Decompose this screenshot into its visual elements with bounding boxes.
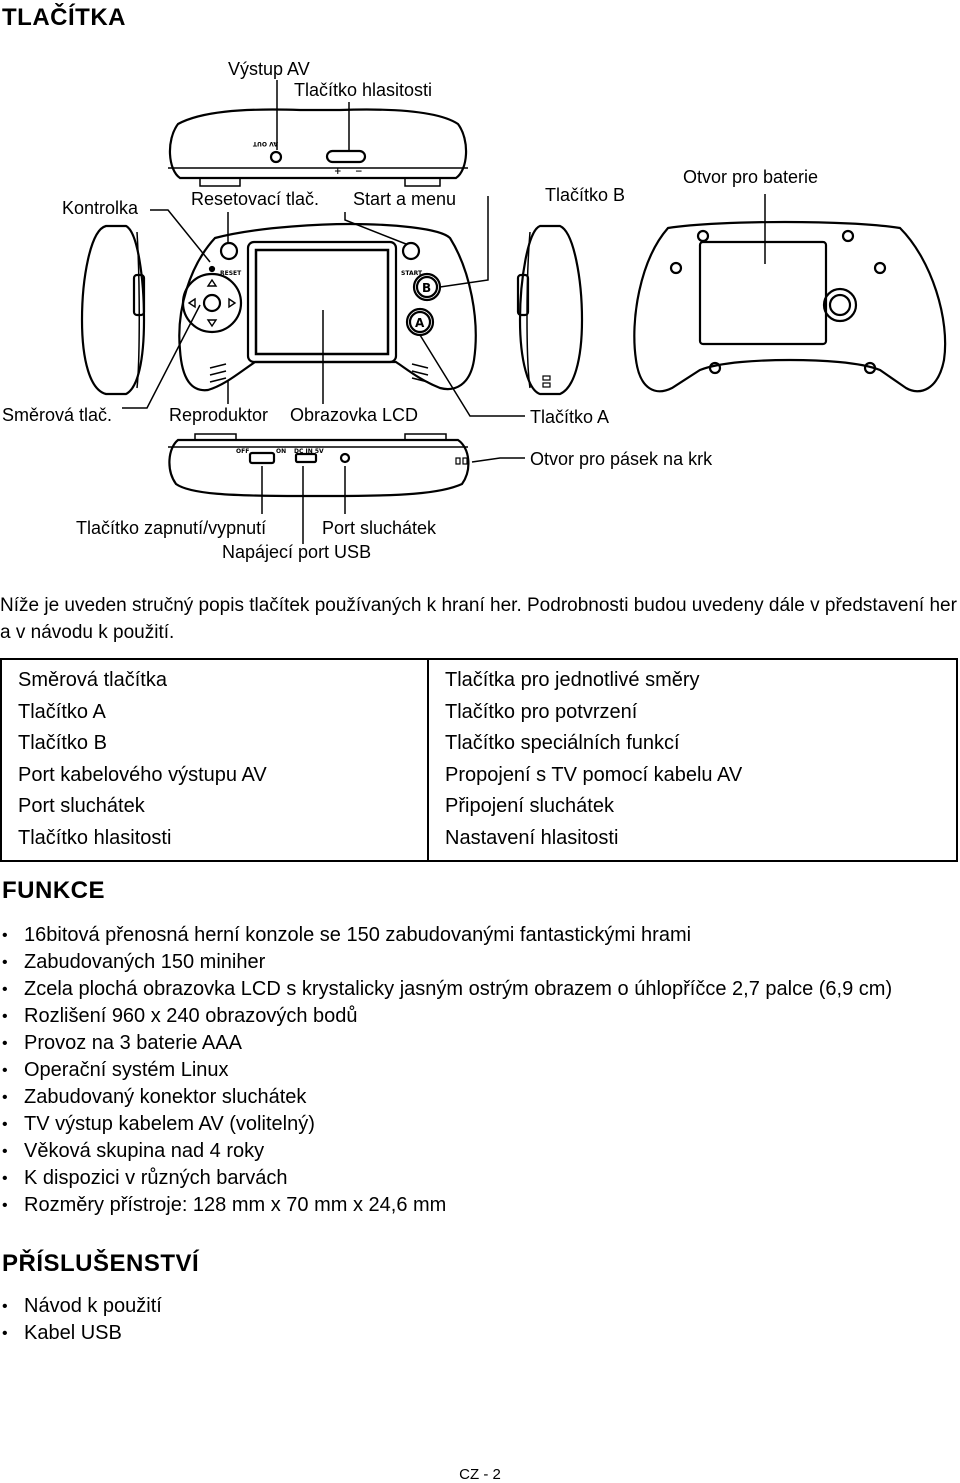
section-heading-accessories: PŘÍSLUŠENSTVÍ [2, 1250, 200, 1277]
device-print-av-out: AV OUT [252, 140, 278, 147]
label-button-a: Tlačítko A [530, 407, 610, 427]
back-view-device [633, 220, 947, 393]
button-description: Tlačítka pro jednotlivé směry [445, 669, 700, 691]
device-print-on: ON [276, 448, 286, 455]
device-print-a: A [415, 316, 425, 330]
list-item: Zabudovaný konektor sluchátek [0, 1084, 892, 1111]
list-item: Provoz na 3 baterie AAA [0, 1030, 892, 1057]
list-item: TV výstup kabelem AV (volitelný) [0, 1111, 892, 1138]
label-av-out: Výstup AV [228, 59, 310, 79]
page-number: CZ - 2 [459, 1466, 501, 1483]
label-indicator: Kontrolka [62, 198, 139, 218]
front-view-device [178, 222, 477, 392]
label-start-menu: Start a menu [353, 189, 457, 209]
device-print-dc-in: DC IN 5V [294, 448, 324, 455]
device-print-off: OFF [236, 448, 249, 455]
label-lcd: Obrazovka LCD [290, 405, 419, 425]
list-item: Operační systém Linux [0, 1057, 892, 1084]
button-name: Tlačítko hlasitosti [18, 826, 172, 849]
section-heading-buttons: TLAČÍTKA [2, 4, 126, 31]
bottom-view-device [168, 433, 470, 498]
list-item: Zabudovaných 150 miniher [0, 949, 892, 976]
label-headphone-port: Port sluchátek [322, 518, 437, 538]
label-button-b: Tlačítko B [545, 185, 626, 205]
device-diagram: AV OUT + − RESET START B A OFF ON DC IN … [80, 80, 947, 544]
left-side-device [80, 224, 146, 396]
intro-paragraph: Níže je uveden stručný popis tlačítek po… [0, 595, 957, 643]
button-name: Port kabelového výstupu AV [18, 763, 267, 786]
button-name: Směrová tlačítka [18, 669, 167, 691]
button-description: Tlačítko pro potvrzení [445, 700, 638, 723]
device-print-minus: − [355, 167, 363, 177]
section-heading-functions: FUNKCE [2, 877, 105, 904]
list-item: K dispozici v různých barvách [0, 1165, 892, 1192]
device-print-plus: + [334, 167, 342, 177]
button-description: Nastavení hlasitosti [445, 826, 619, 849]
button-description: Propojení s TV pomocí kabelu AV [445, 763, 743, 786]
list-item: Rozměry přístroje: 128 mm x 70 mm x 24,6… [0, 1192, 892, 1219]
device-print-b: B [422, 281, 431, 295]
list-item: Věková skupina nad 4 roky [0, 1138, 892, 1165]
device-print-start: START [401, 270, 423, 277]
list-item: Zcela plochá obrazovka LCD s krystalicky… [0, 976, 892, 1003]
button-name: Tlačítko A [18, 700, 106, 723]
list-item: 16bitová přenosná herní konzole se 150 z… [0, 922, 892, 949]
functions-list: 16bitová přenosná herní konzole se 150 z… [0, 922, 892, 1219]
button-names-cell: Směrová tlačítka Tlačítko A Tlačítko B P… [0, 658, 429, 862]
list-item: Kabel USB [0, 1320, 162, 1347]
label-usb-port: Napájecí port USB [222, 542, 372, 562]
button-description: Tlačítko speciálních funkcí [445, 732, 680, 755]
label-dpad: Směrová tlač. [2, 405, 113, 425]
button-description: Připojení sluchátek [445, 795, 614, 818]
accessories-list: Návod k použití Kabel USB [0, 1293, 162, 1347]
label-power-switch: Tlačítko zapnutí/vypnutí [76, 518, 267, 538]
button-descriptions-cell: Tlačítka pro jednotlivé směry Tlačítko p… [427, 658, 958, 862]
buttons-table: Směrová tlačítka Tlačítko A Tlačítko B P… [0, 658, 958, 862]
right-side-device [516, 224, 584, 396]
leader-lines [122, 80, 766, 544]
label-battery-slot: Otvor pro baterie [683, 167, 819, 187]
label-reset-button: Resetovací tlač. [191, 189, 320, 209]
top-view-device [168, 108, 468, 187]
list-item: Rozlišení 960 x 240 obrazových bodů [0, 1003, 892, 1030]
button-name: Port sluchátek [18, 795, 145, 818]
label-speaker: Reproduktor [169, 405, 269, 425]
dpad-icon [187, 278, 237, 328]
button-name: Tlačítko B [18, 732, 107, 755]
device-print-reset: RESET [220, 270, 242, 277]
label-volume-button: Tlačítko hlasitosti [294, 80, 433, 100]
list-item: Návod k použití [0, 1293, 162, 1320]
label-strap-hole: Otvor pro pásek na krk [530, 449, 713, 469]
